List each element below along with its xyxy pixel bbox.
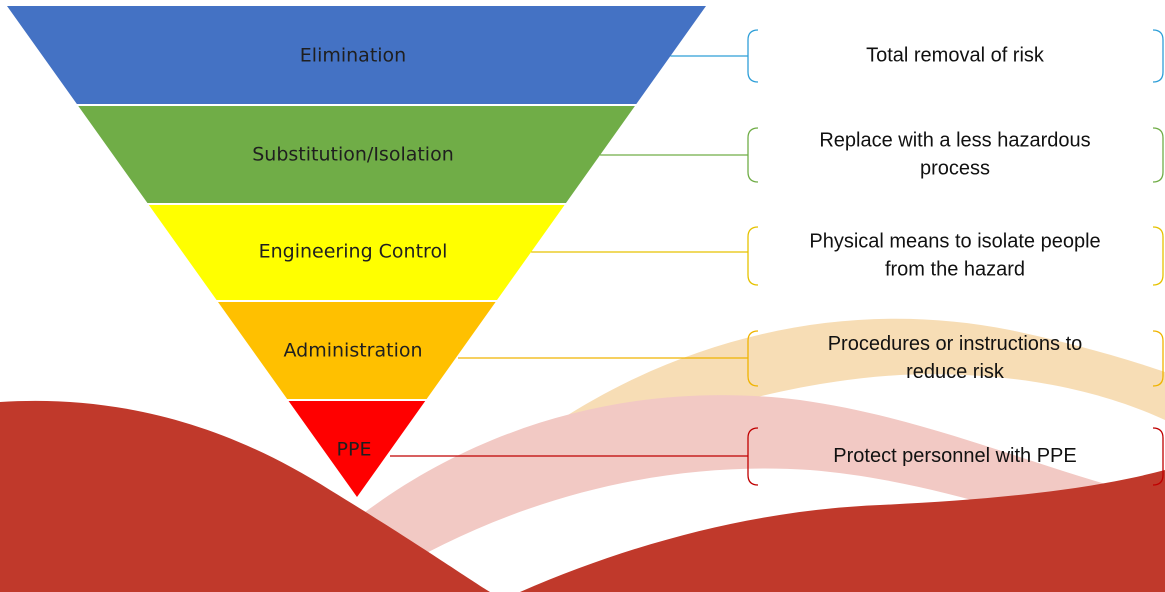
callout-text-line: Replace with a less hazardous xyxy=(819,129,1090,151)
callout-substitution-isolation: Replace with a less hazardous process xyxy=(747,127,1164,183)
callout-ppe: Protect personnel with PPE xyxy=(747,427,1164,486)
light-pink-wave xyxy=(300,395,1165,592)
tier-engineering-control xyxy=(148,205,565,300)
callout-elimination: Total removal of risk xyxy=(747,29,1164,83)
callout-administration: Procedures or instructions to reduce risk xyxy=(747,330,1164,387)
callout-text-line: Total removal of risk xyxy=(866,44,1045,66)
tier-elimination xyxy=(7,6,706,104)
callout-right-bracket xyxy=(1152,127,1164,183)
callout-right-bracket xyxy=(1152,29,1164,83)
tier-substitution-isolation xyxy=(78,106,635,203)
tier-label-elimination: Elimination xyxy=(300,45,406,67)
callout-left-bracket xyxy=(747,330,759,387)
tier-label-engineering-control: Engineering Control xyxy=(259,241,448,263)
callout-left-bracket xyxy=(747,226,759,286)
callout-text-line: Physical means to isolate people xyxy=(809,230,1100,252)
callout-text-line: Procedures or instructions to xyxy=(828,333,1083,355)
tier-administration xyxy=(217,302,496,399)
callout-text-line: process xyxy=(920,157,990,179)
callout-left-bracket xyxy=(747,29,759,83)
tier-label-ppe: PPE xyxy=(337,439,372,461)
callout-right-bracket xyxy=(1152,330,1164,387)
callout-text-line: Protect personnel with PPE xyxy=(833,445,1076,467)
tier-ppe xyxy=(288,401,426,497)
callout-text-line: from the hazard xyxy=(885,258,1025,280)
light-orange-wave xyxy=(560,318,1165,470)
callout-text-line: reduce risk xyxy=(906,361,1005,383)
callout-engineering-control: Physical means to isolate people from the… xyxy=(747,226,1164,286)
dark-red-wave xyxy=(0,400,1165,592)
tier-label-administration: Administration xyxy=(283,340,422,362)
callout-left-bracket xyxy=(747,127,759,183)
callout-right-bracket xyxy=(1152,427,1164,486)
callout-left-bracket xyxy=(747,427,759,486)
callout-right-bracket xyxy=(1152,226,1164,286)
tier-label-substitution-isolation: Substitution/Isolation xyxy=(252,144,454,166)
